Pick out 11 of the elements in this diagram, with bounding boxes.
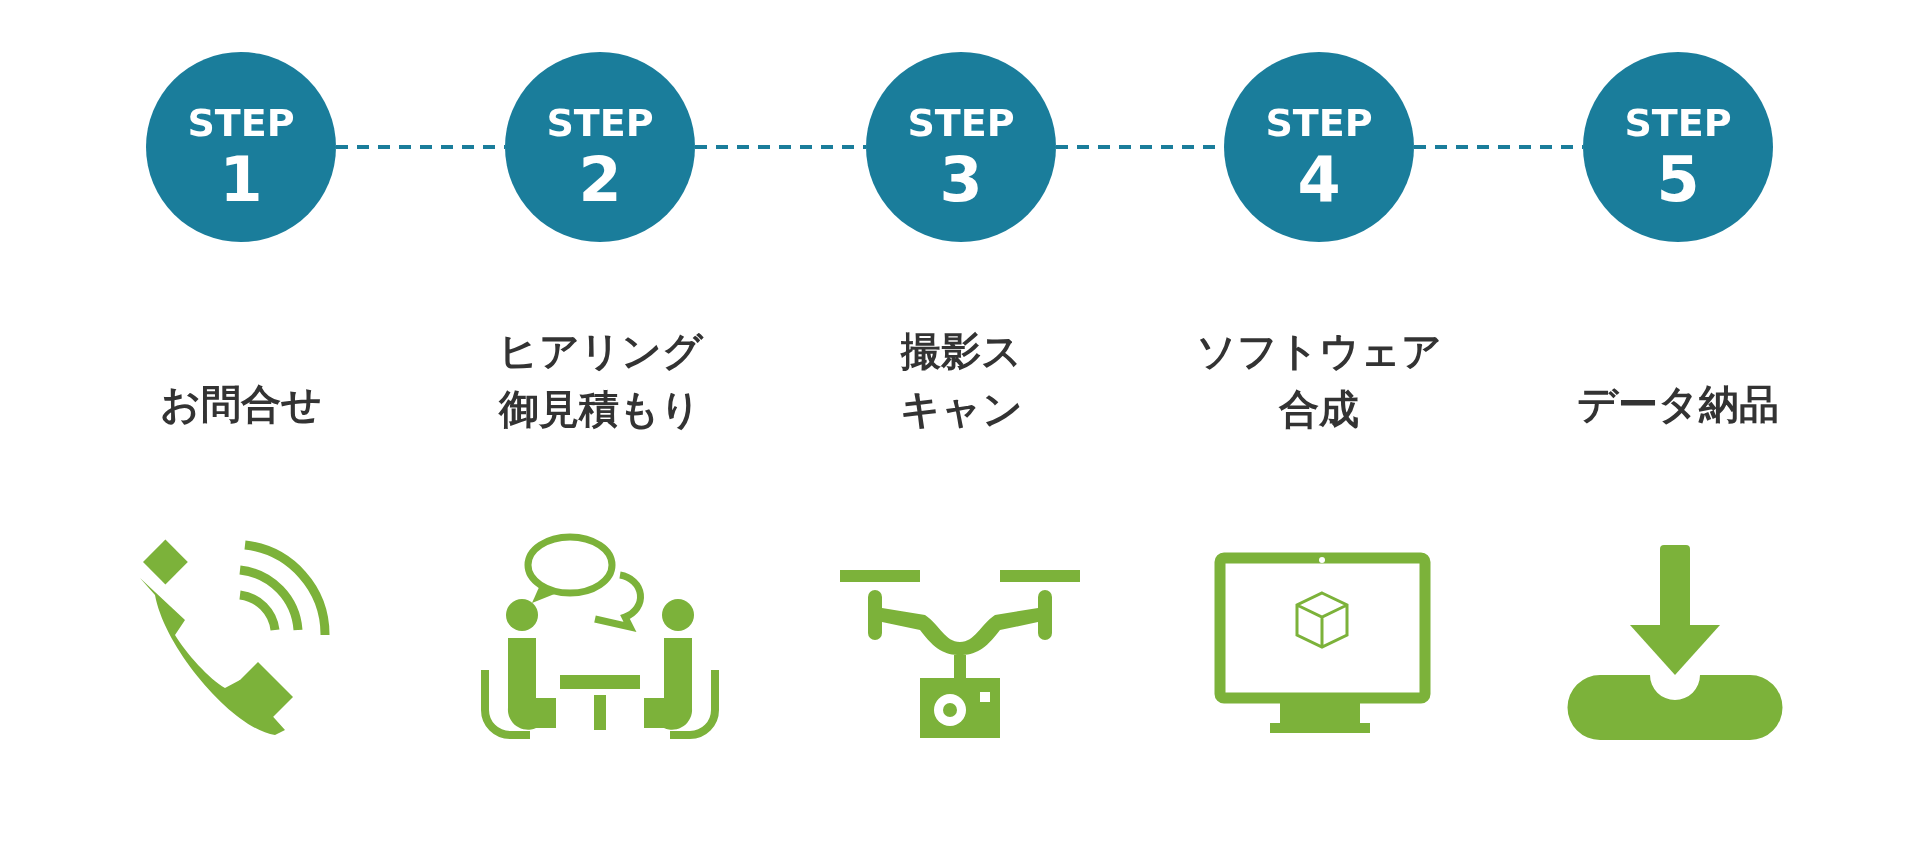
step-label: データ納品 — [1577, 380, 1779, 429]
step-number: STEP 4 — [1265, 99, 1373, 213]
step-number: STEP 5 — [1624, 99, 1732, 213]
step-label: お問合せ — [160, 380, 322, 429]
step-label: 撮影スキャン — [898, 327, 1024, 434]
step-number: STEP 1 — [187, 99, 295, 213]
dashed-connector — [695, 145, 866, 149]
step-number: STEP 2 — [546, 99, 654, 213]
step-number: STEP 3 — [907, 99, 1015, 213]
step-label: ソフトウェア合成 — [1195, 327, 1443, 434]
step-label: ヒアリング御見積もり — [496, 327, 705, 434]
